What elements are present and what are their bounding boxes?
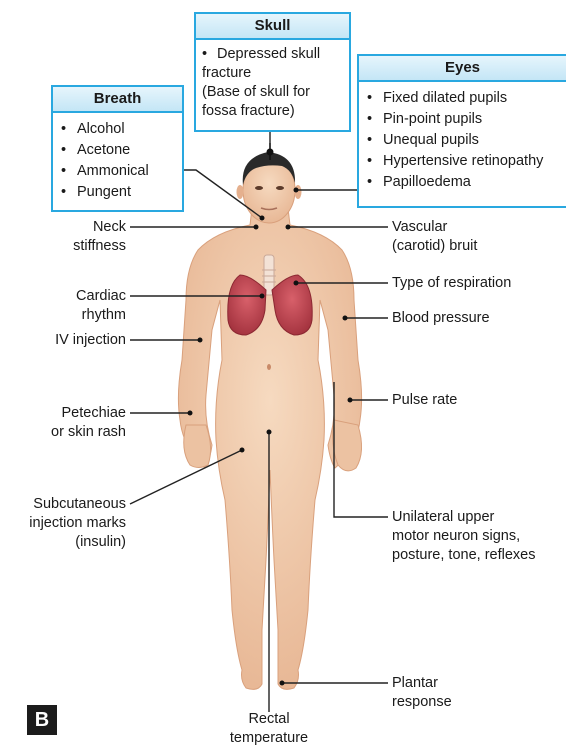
skull-line-4: fossa fracture) bbox=[202, 102, 345, 121]
label-rectal-temperature: Rectal temperature bbox=[209, 710, 329, 748]
label-iv-injection: IV injection bbox=[10, 331, 126, 350]
label-cardiac-rhythm: Cardiac rhythm bbox=[20, 287, 126, 325]
label-pulse-rate: Pulse rate bbox=[392, 391, 457, 410]
label-line: Vascular bbox=[392, 218, 477, 237]
skull-line-2: fracture bbox=[202, 64, 345, 83]
skull-box-text: Depressed skull fracture (Base of skull … bbox=[196, 40, 349, 121]
label-line: posture, tone, reflexes bbox=[392, 546, 535, 565]
label-line: Blood pressure bbox=[392, 309, 490, 328]
label-blood-pressure: Blood pressure bbox=[392, 309, 490, 328]
label-line: or skin rash bbox=[10, 423, 126, 442]
label-line: Petechiae bbox=[10, 404, 126, 423]
breath-item: Pungent bbox=[61, 182, 182, 203]
label-line: temperature bbox=[209, 729, 329, 748]
breath-item: Acetone bbox=[61, 140, 182, 161]
breath-list: Alcohol Acetone Ammonical Pungent bbox=[53, 113, 182, 203]
breath-box-title: Breath bbox=[53, 87, 182, 113]
label-neck-stiffness: Neck stiffness bbox=[20, 218, 126, 256]
eyes-list: Fixed dilated pupils Pin-point pupils Un… bbox=[359, 82, 566, 193]
skull-box: Skull Depressed skull fracture (Base of … bbox=[194, 12, 351, 132]
eyes-item: Hypertensive retinopathy bbox=[367, 151, 566, 172]
eyes-box-title: Eyes bbox=[359, 56, 566, 82]
label-subcutaneous: Subcutaneous injection marks (insulin) bbox=[4, 495, 126, 552]
label-plantar-response: Plantar response bbox=[392, 674, 452, 712]
head bbox=[237, 152, 302, 223]
panel-letter: B bbox=[27, 705, 57, 735]
label-line: Cardiac bbox=[20, 287, 126, 306]
label-line: (insulin) bbox=[4, 533, 126, 552]
label-line: Type of respiration bbox=[392, 274, 511, 293]
label-line: Neck bbox=[20, 218, 126, 237]
label-line: response bbox=[392, 693, 452, 712]
label-line: rhythm bbox=[20, 306, 126, 325]
skull-line-1: Depressed skull bbox=[202, 45, 345, 64]
label-umn-signs: Unilateral upper motor neuron signs, pos… bbox=[392, 508, 535, 565]
label-line: Subcutaneous bbox=[4, 495, 126, 514]
skull-line-3: (Base of skull for bbox=[202, 83, 345, 102]
label-line: (carotid) bruit bbox=[392, 237, 477, 256]
eyes-item: Unequal pupils bbox=[367, 130, 566, 151]
breath-box: Breath Alcohol Acetone Ammonical Pungent bbox=[51, 85, 184, 212]
navel bbox=[267, 364, 271, 370]
label-petechiae: Petechiae or skin rash bbox=[10, 404, 126, 442]
eyes-item: Pin-point pupils bbox=[367, 109, 566, 130]
label-line: Unilateral upper bbox=[392, 508, 535, 527]
label-line: injection marks bbox=[4, 514, 126, 533]
label-vascular-bruit: Vascular (carotid) bruit bbox=[392, 218, 477, 256]
label-type-of-respiration: Type of respiration bbox=[392, 274, 511, 293]
eyes-item: Fixed dilated pupils bbox=[367, 88, 566, 109]
breath-item: Ammonical bbox=[61, 161, 182, 182]
breath-item: Alcohol bbox=[61, 119, 182, 140]
skull-box-title: Skull bbox=[196, 14, 349, 40]
eyes-box: Eyes Fixed dilated pupils Pin-point pupi… bbox=[357, 54, 566, 208]
label-line: Plantar bbox=[392, 674, 452, 693]
label-line: Pulse rate bbox=[392, 391, 457, 410]
label-line: stiffness bbox=[20, 237, 126, 256]
label-line: IV injection bbox=[10, 331, 126, 350]
label-line: Rectal bbox=[209, 710, 329, 729]
label-line: motor neuron signs, bbox=[392, 527, 535, 546]
eyes-item: Papilloedema bbox=[367, 172, 566, 193]
